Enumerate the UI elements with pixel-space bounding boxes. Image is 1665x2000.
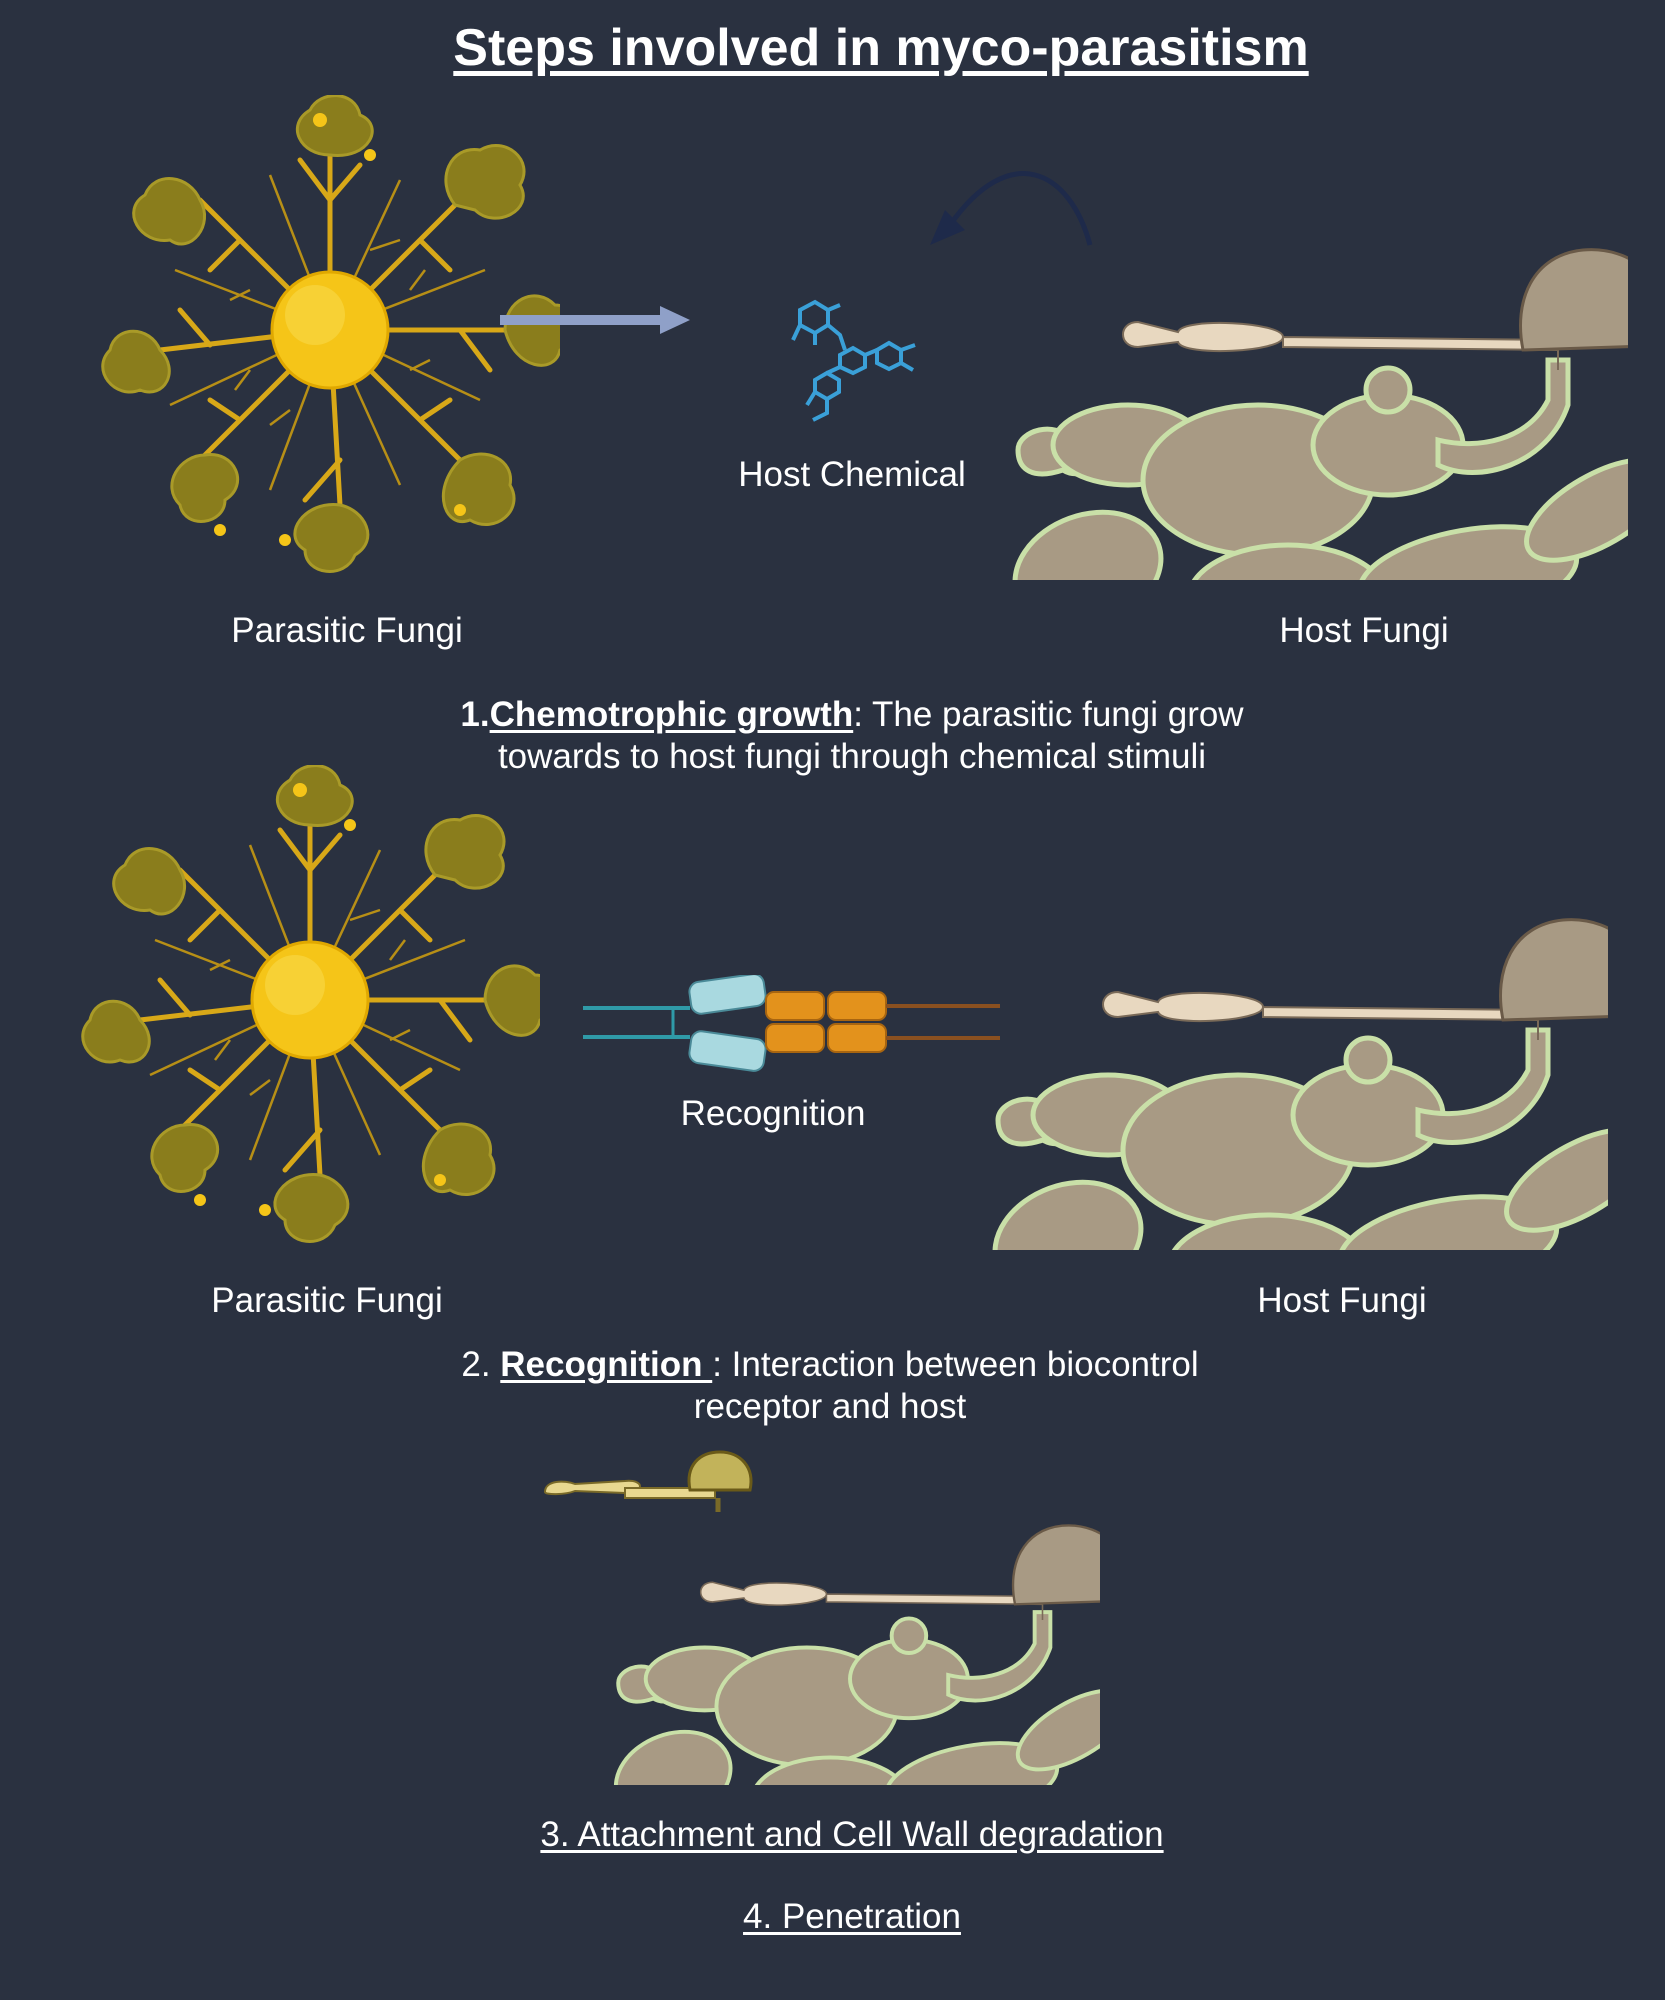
step3-caption: 3. Attachment and Cell Wall degradation <box>540 1815 1164 1854</box>
host-fungus-icon <box>978 830 1608 1250</box>
recognition-label: Recognition <box>680 1094 866 1133</box>
step2-number: 2. <box>461 1345 501 1384</box>
host-chemical-label: Host Chemical <box>738 455 966 494</box>
curved-arrow-icon <box>930 171 1093 246</box>
step2-line2: receptor and host <box>693 1387 967 1426</box>
step1-line2: towards to host fungi through chemical s… <box>497 737 1207 776</box>
host-fungi-label: Host Fungi <box>1279 611 1449 650</box>
receptor-icon <box>583 975 1000 1072</box>
parasitic-fungi-label: Parasitic Fungi <box>231 611 463 650</box>
arrow-icon <box>500 306 690 334</box>
step1-term: Chemotrophic growth <box>489 695 854 734</box>
parasite-hypha-icon <box>543 1450 753 1512</box>
page-title: Steps involved in myco-parasitism <box>453 19 1309 77</box>
parasitic-fungi-label: Parasitic Fungi <box>211 1281 443 1320</box>
step2-term: Recognition <box>500 1345 713 1384</box>
step1-rest: : The parasitic fungi grow <box>853 695 1244 734</box>
molecule-icon <box>791 299 916 422</box>
host-fungus-icon <box>998 160 1628 580</box>
parasitic-fungus-icon <box>100 95 560 615</box>
step1-caption: 1.Chemotrophic growth: The parasitic fun… <box>460 694 1243 778</box>
step4-caption: 4. Penetration <box>743 1897 961 1936</box>
step2-rest: : Interaction between biocontrol <box>712 1345 1199 1384</box>
parasitic-fungus-icon <box>80 765 540 1285</box>
step2-caption: 2. Recognition : Interaction between bio… <box>461 1344 1198 1428</box>
host-fungi-label: Host Fungi <box>1257 1281 1427 1320</box>
step1-number: 1. <box>460 695 490 734</box>
